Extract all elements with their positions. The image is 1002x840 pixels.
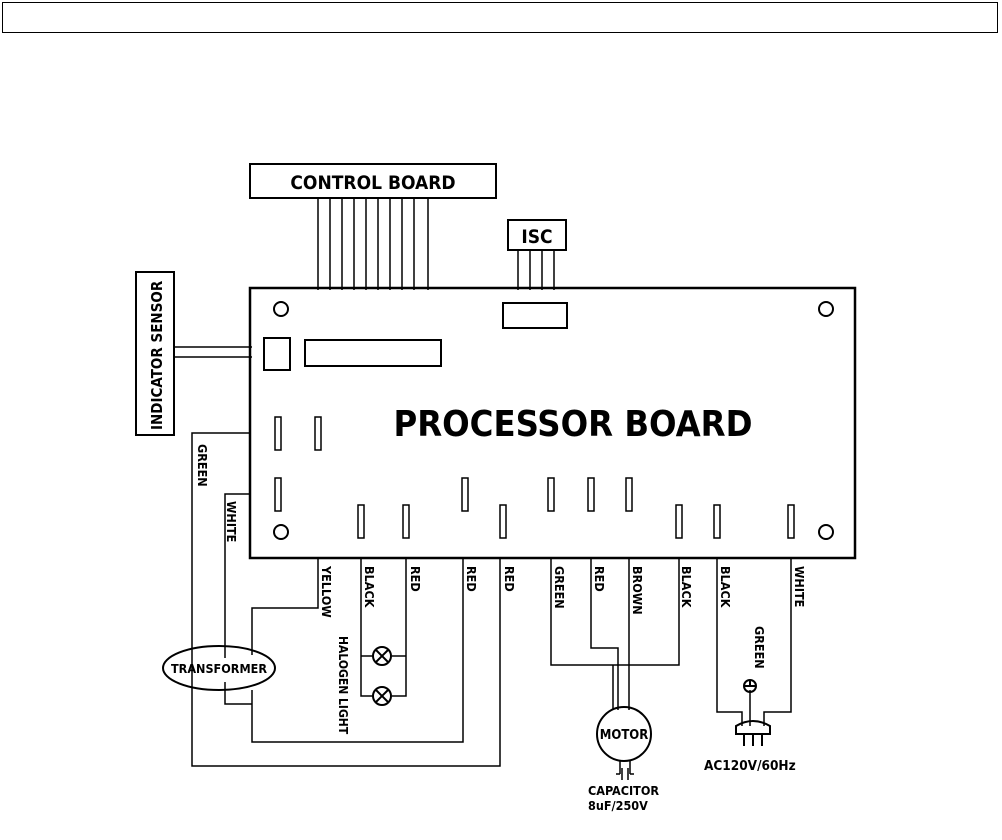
wire-label-green-motor: GREEN	[552, 566, 567, 609]
motor	[596, 706, 652, 762]
control-connector	[304, 339, 442, 367]
sensor-connector	[263, 337, 291, 371]
isc-label: ISC	[521, 226, 552, 248]
wire-label-red-lamp: RED	[408, 566, 423, 592]
wire-label-red-2: RED	[502, 566, 517, 592]
wire-label-red-motor: RED	[592, 566, 607, 592]
wire-label-yellow: YELLOW	[319, 565, 334, 618]
transformer-label: TRANSFORMER	[171, 661, 267, 676]
mount-hole-tr	[818, 301, 834, 317]
wire-labels: GREEN WHITE YELLOW BLACK RED RED RED GRE…	[195, 444, 807, 669]
capacitor-label: CAPACITOR	[588, 783, 659, 798]
wire-label-black-lamp: BLACK	[362, 566, 377, 609]
mount-hole-bl	[273, 524, 289, 540]
indicator-sensor-cables	[174, 346, 252, 358]
wire-label-white-power: WHITE	[792, 566, 807, 607]
wire-label-green-left: GREEN	[195, 444, 210, 487]
processor-board	[248, 286, 857, 560]
capacitor-rating: 8uF/250V	[588, 798, 648, 813]
indicator-sensor-box	[135, 271, 175, 436]
plug-icon	[735, 720, 771, 746]
halogen-light-label: HALOGEN LIGHT	[336, 636, 350, 735]
wire-label-black-power: BLACK	[718, 566, 733, 609]
control-board-cables	[317, 198, 429, 290]
wire-label-black-motor: BLACK	[679, 566, 694, 609]
motor-label: MOTOR	[600, 728, 649, 743]
isc-cables	[517, 250, 555, 290]
mount-hole-tl	[273, 301, 289, 317]
indicator-sensor-label: INDICATOR SENSOR	[148, 280, 166, 430]
wire-label-green-ground: GREEN	[752, 626, 767, 669]
header-box	[2, 2, 998, 33]
wire-label-red-1: RED	[464, 566, 479, 592]
halogen-lamps	[372, 646, 392, 706]
isc-connector	[502, 302, 568, 329]
mount-hole-br	[818, 524, 834, 540]
control-board-box	[249, 163, 497, 199]
power-label: AC120V/60Hz	[704, 758, 796, 774]
wires	[191, 432, 792, 780]
terminal-slots	[274, 416, 795, 539]
processor-board-label: PROCESSOR BOARD	[393, 404, 752, 445]
isc-box	[507, 219, 567, 251]
wire-label-white-left: WHITE	[224, 501, 239, 542]
ground-icon	[743, 679, 757, 693]
transformer	[162, 645, 276, 691]
wire-label-brown-motor: BROWN	[630, 566, 645, 615]
control-board-label: CONTROL BOARD	[290, 172, 455, 194]
